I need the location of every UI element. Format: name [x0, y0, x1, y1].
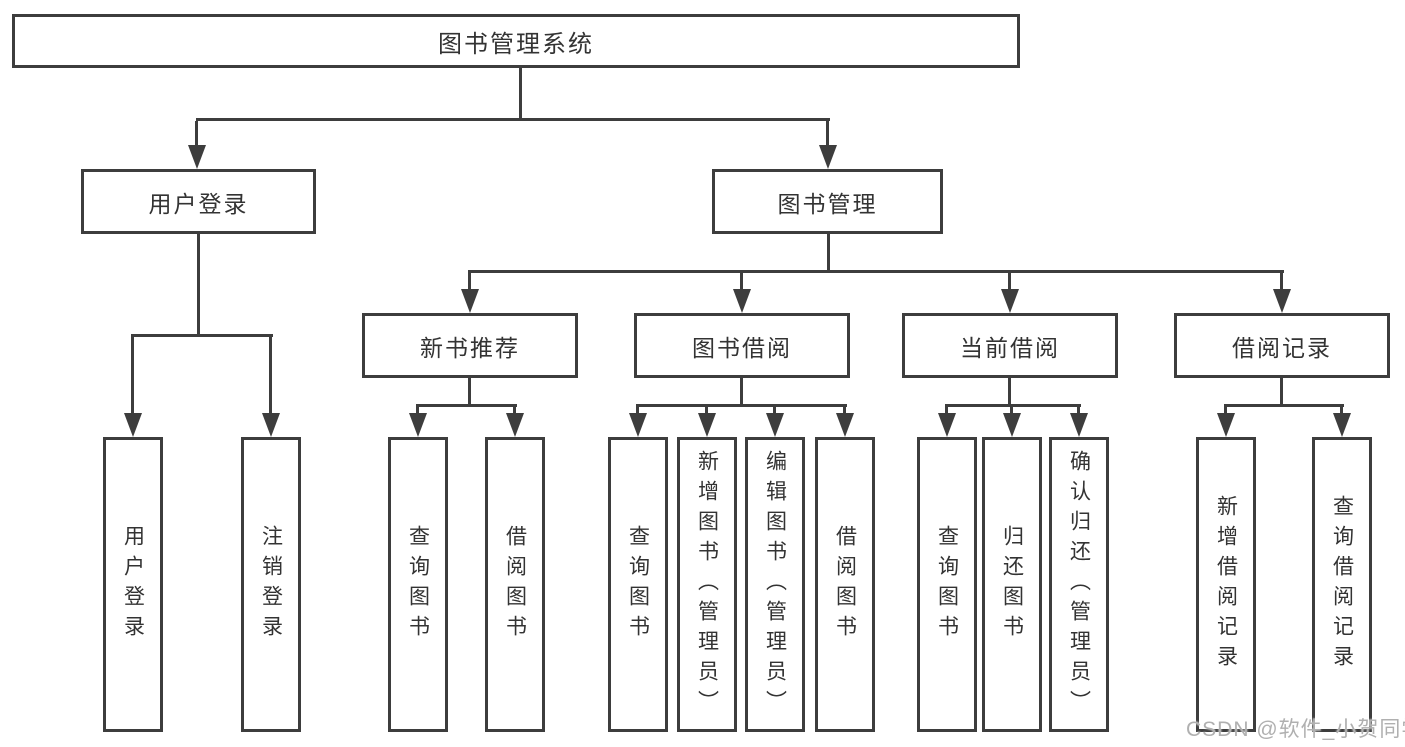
- leaf-logout-login: 注销登录: [241, 437, 301, 732]
- connector-group1-stem: [468, 378, 471, 406]
- arrowhead-leaf: [766, 413, 784, 437]
- arrowhead-leaf: [698, 413, 716, 437]
- connector-current-borrow-drop: [1008, 273, 1011, 295]
- leaf-edit-book-admin: 编辑图书（管理员）: [745, 437, 805, 732]
- connector-group4-stem: [1280, 378, 1283, 406]
- connector-user-login-drop: [195, 121, 198, 149]
- arrowhead-current-borrow: [1001, 289, 1019, 313]
- leaf-query-books-current: 查询图书: [917, 437, 977, 732]
- arrowhead-leaf: [409, 413, 427, 437]
- arrowhead-borrow-record: [1273, 289, 1291, 313]
- arrowhead-leaf-logout: [262, 413, 280, 437]
- node-book-borrow: 图书借阅: [634, 313, 850, 378]
- node-library-system: 图书管理系统: [12, 14, 1020, 68]
- leaf-confirm-return-admin: 确认归还（管理员）: [1049, 437, 1109, 732]
- connector-leaf-logout-drop: [269, 337, 272, 418]
- connector-level2-rail: [196, 118, 830, 121]
- connector-user-login-stem: [197, 234, 200, 337]
- arrowhead-leaf: [506, 413, 524, 437]
- connector-book-borrow-drop: [740, 273, 743, 295]
- connector-borrow-record-drop: [1280, 273, 1283, 295]
- connector-group3-stem: [1008, 378, 1011, 406]
- arrowhead-user-login: [188, 145, 206, 169]
- leaf-query-books-recommend: 查询图书: [388, 437, 448, 732]
- watermark-text: CSDN @软件_小贺同学: [1186, 718, 1405, 741]
- connector-group2-stem: [740, 378, 743, 406]
- arrowhead-new-book: [461, 289, 479, 313]
- leaf-add-borrow-record: 新增借阅记录: [1196, 437, 1256, 732]
- connector-group3-rail: [945, 404, 1081, 407]
- leaf-query-books-borrow: 查询图书: [608, 437, 668, 732]
- arrowhead-leaf: [1333, 413, 1351, 437]
- arrowhead-leaf-login: [124, 413, 142, 437]
- leaf-borrow-books: 借阅图书: [815, 437, 875, 732]
- node-user-login: 用户登录: [81, 169, 316, 234]
- connector-book-mgmt-stem: [827, 234, 830, 273]
- connector-new-book-drop: [468, 273, 471, 295]
- leaf-add-book-admin: 新增图书（管理员）: [677, 437, 737, 732]
- connector-group2-rail: [636, 404, 847, 407]
- node-new-book-recommend: 新书推荐: [362, 313, 578, 378]
- arrowhead-leaf: [1217, 413, 1235, 437]
- connector-group1-rail: [416, 404, 517, 407]
- connector-leaf-login-drop: [131, 337, 134, 418]
- connector-root-stem: [519, 68, 522, 121]
- node-book-management: 图书管理: [712, 169, 943, 234]
- arrowhead-leaf: [1070, 413, 1088, 437]
- arrowhead-leaf: [629, 413, 647, 437]
- connector-level3-rail: [468, 270, 1284, 273]
- connector-book-mgmt-drop: [826, 121, 829, 149]
- leaf-query-borrow-record: 查询借阅记录: [1312, 437, 1372, 732]
- node-borrow-records: 借阅记录: [1174, 313, 1390, 378]
- leaf-borrow-books-recommend: 借阅图书: [485, 437, 545, 732]
- node-current-borrow: 当前借阅: [902, 313, 1118, 378]
- arrowhead-leaf: [836, 413, 854, 437]
- arrowhead-leaf: [938, 413, 956, 437]
- leaf-return-books: 归还图书: [982, 437, 1042, 732]
- connector-group4-rail: [1224, 404, 1344, 407]
- arrowhead-book-borrow: [733, 289, 751, 313]
- leaf-user-login: 用户登录: [103, 437, 163, 732]
- arrowhead-book-mgmt: [819, 145, 837, 169]
- arrowhead-leaf: [1003, 413, 1021, 437]
- connector-user-login-rail: [131, 334, 273, 337]
